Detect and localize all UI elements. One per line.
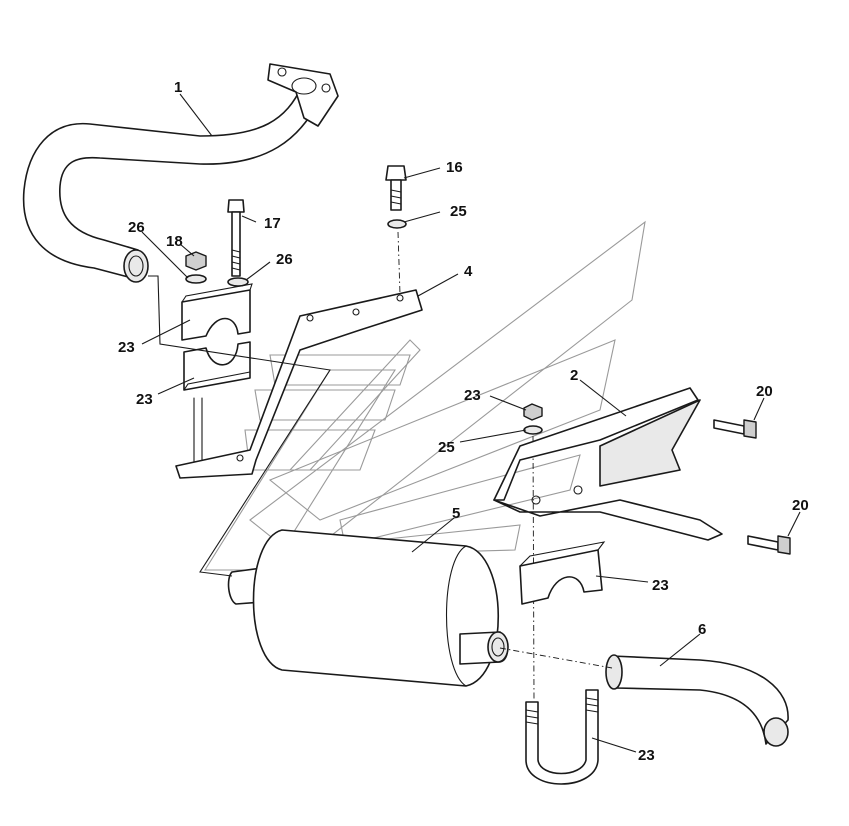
callout-23-u-bolt: 23 xyxy=(638,747,655,764)
washer-25-upper xyxy=(387,219,407,229)
bolt-16 xyxy=(385,165,407,211)
callout-1: 1 xyxy=(174,79,182,96)
callout-23-clamp-upper: 23 xyxy=(118,339,135,356)
callout-26-right: 26 xyxy=(276,251,293,268)
callout-6: 6 xyxy=(698,621,706,638)
callout-23-nut: 23 xyxy=(464,387,481,404)
washer-25-lower xyxy=(523,425,543,435)
bolt-20-upper xyxy=(713,419,757,439)
clamp-lower-right xyxy=(519,541,606,605)
tailpipe-6 xyxy=(605,654,789,747)
nut-18 xyxy=(185,251,207,271)
washer-26-left xyxy=(185,274,207,284)
callout-20-upper: 20 xyxy=(756,383,773,400)
mounting-bracket-4 xyxy=(175,289,423,479)
callout-2: 2 xyxy=(570,367,578,384)
stud-lower xyxy=(193,397,203,469)
nut-23 xyxy=(523,403,543,421)
bolt-20-lower xyxy=(747,535,791,555)
long-bolt-17 xyxy=(227,199,245,277)
callout-18: 18 xyxy=(166,233,183,250)
u-bolt-23 xyxy=(525,689,599,785)
clamp-upper-half xyxy=(181,283,253,341)
callout-25-upper: 25 xyxy=(450,203,467,220)
callout-26-left: 26 xyxy=(128,219,145,236)
callout-23-clamp-lower: 23 xyxy=(136,391,153,408)
callout-labels: 1 16 17 18 26 26 25 4 23 23 23 2 25 20 2… xyxy=(118,79,809,764)
callout-5: 5 xyxy=(452,505,460,522)
mounting-bracket-2 xyxy=(493,387,723,541)
callout-4: 4 xyxy=(464,263,473,280)
clamp-lower-half xyxy=(183,341,251,391)
front-exhaust-pipe xyxy=(22,63,339,283)
muffler-5 xyxy=(227,529,509,687)
assembly-line-left xyxy=(148,275,331,577)
callout-25-lower: 25 xyxy=(438,439,455,456)
leader-lines xyxy=(141,93,801,753)
callout-16: 16 xyxy=(446,159,463,176)
callout-20-lower: 20 xyxy=(792,497,809,514)
callout-23-clamp-right: 23 xyxy=(652,577,669,594)
callout-17: 17 xyxy=(264,215,281,232)
